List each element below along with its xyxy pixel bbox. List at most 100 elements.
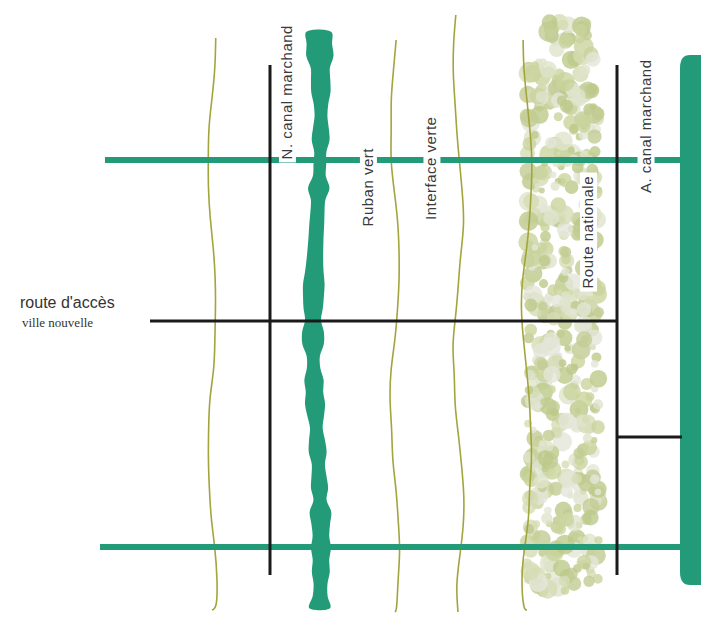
vegetation-patch <box>556 289 562 295</box>
vegetation-patch <box>571 473 582 484</box>
vegetation-patch <box>572 16 591 35</box>
vegetation-patch <box>568 147 575 154</box>
vegetation-patch <box>534 183 540 189</box>
vegetation-patch <box>577 555 592 570</box>
vegetation-patch <box>583 509 599 525</box>
vegetation-patch <box>539 255 551 267</box>
vegetation-patch <box>561 485 573 497</box>
vegetation-patch <box>585 470 601 486</box>
vegetation-patch <box>530 88 547 105</box>
vegetation-patch <box>583 563 590 570</box>
vegetation-patch <box>556 329 564 337</box>
vegetation-patch <box>533 520 541 528</box>
vegetation-patch <box>543 366 560 383</box>
vegetation-patch <box>543 209 559 225</box>
vegetation-patch <box>593 399 603 409</box>
vegetation-patch <box>565 345 571 351</box>
vegetation-patch <box>583 434 592 443</box>
vegetation-patch <box>577 302 591 316</box>
vegetation-patch <box>590 370 608 388</box>
green-ribbon-line <box>390 40 400 612</box>
vegetation-patch <box>561 268 569 276</box>
old-canal-band <box>680 55 701 585</box>
vegetation-patch <box>562 291 570 299</box>
vegetation-patch <box>539 187 545 193</box>
vegetation-patch <box>550 408 558 416</box>
green-ribbon-line <box>521 40 531 610</box>
vegetation-patch <box>559 575 570 586</box>
vegetation-patch <box>556 72 575 91</box>
vegetation-patch <box>540 231 551 242</box>
vegetation-patch <box>586 52 601 67</box>
green-ribbon-line <box>208 38 217 610</box>
vegetation-patch <box>543 441 554 452</box>
vegetation-patch <box>532 244 538 250</box>
vegetation-patch <box>525 324 537 336</box>
vegetation-patch <box>595 489 602 496</box>
vegetation-patch <box>560 247 571 258</box>
vegetation-patch <box>577 316 592 331</box>
vegetation-patch <box>572 162 584 174</box>
vegetation-patch <box>558 34 573 49</box>
vegetation-patch <box>553 559 570 576</box>
vegetation-patch <box>573 504 581 512</box>
access-road-line <box>150 320 617 323</box>
vegetation-patch <box>534 357 548 371</box>
vegetation-patch <box>594 307 605 318</box>
vegetation-patch <box>579 64 590 75</box>
vegetation-patch <box>590 475 600 485</box>
vegetation-patch <box>533 165 547 179</box>
vegetation-patch <box>523 65 541 83</box>
vegetation-patch <box>583 576 594 587</box>
vegetation-patch <box>524 524 534 534</box>
vegetation-patch <box>550 182 559 191</box>
vegetation-patch <box>544 507 552 515</box>
band-label: Ruban vert <box>360 145 377 229</box>
vegetation-patch <box>541 310 548 317</box>
vegetation-patch <box>549 482 563 496</box>
vegetation-patch <box>531 131 539 139</box>
vegetation-patch <box>591 360 599 368</box>
vegetation-patch <box>558 413 575 430</box>
vegetation-patch <box>523 452 535 464</box>
vegetation-patch <box>537 450 553 466</box>
vegetation-patch <box>573 448 584 459</box>
vegetation-patch <box>590 103 597 110</box>
green-ribbon-line <box>453 15 464 612</box>
vegetation-patch <box>534 474 549 489</box>
vegetation-patch <box>574 490 581 497</box>
vegetation-patch <box>587 130 601 144</box>
green-crossing-line <box>105 157 701 163</box>
vegetation-patch <box>554 112 563 121</box>
vegetation-patch <box>547 312 560 325</box>
vegetation-patch <box>522 490 539 507</box>
band-label: Interface verte <box>424 113 441 222</box>
vegetation-patch <box>560 513 574 527</box>
vegetation-band <box>518 14 607 599</box>
vegetation-patch <box>558 20 568 30</box>
vegetation-patch <box>523 137 537 151</box>
vegetation-patch <box>561 460 569 468</box>
access-road-line <box>617 436 682 439</box>
vegetation-patch <box>590 146 601 157</box>
band-label: N. canal marchand <box>279 22 296 162</box>
vegetation-patch <box>560 100 573 113</box>
vegetation-patch <box>561 586 570 595</box>
vegetation-patch <box>563 383 581 401</box>
vegetation-patch <box>541 513 552 524</box>
vegetation-patch <box>594 536 602 544</box>
band-label: A. canal marchand <box>638 56 655 196</box>
green-crossing-line <box>100 544 701 550</box>
road-label: route d'accès <box>20 294 115 312</box>
vegetation-patch <box>545 137 557 149</box>
band-label: Route nationale <box>580 173 597 292</box>
vegetation-patch <box>596 187 602 193</box>
vegetation-patch <box>582 416 590 424</box>
vegetation-patch <box>539 279 548 288</box>
vegetation-patch <box>549 171 556 178</box>
vegetation-patch <box>576 331 592 347</box>
vegetation-patch <box>540 61 557 78</box>
vegetation-patch <box>524 299 537 312</box>
vegetation-patch <box>587 84 598 95</box>
